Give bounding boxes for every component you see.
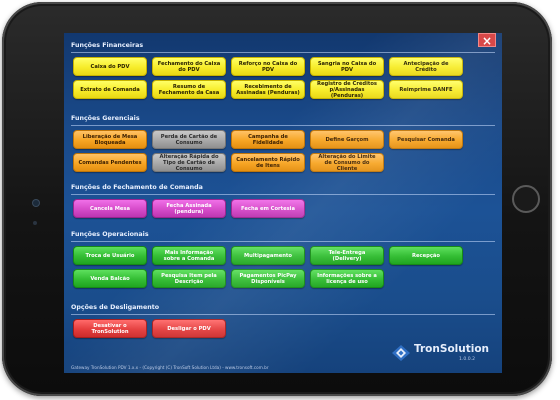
- footer-copyright: Gateway TronSolution PDV 1.x.x - (Copyri…: [71, 365, 269, 370]
- brand-name: TronSolution: [414, 343, 490, 355]
- tronsolution-logo-icon: [392, 345, 410, 361]
- tele-entrega-button[interactable]: Tele-Entrega (Delivery): [310, 246, 384, 265]
- multipagamento-button[interactable]: Multipagamento: [231, 246, 305, 265]
- informacoes-licenca-button[interactable]: Informações sobre a licença de uso: [310, 269, 384, 288]
- resumo-fechamento-button[interactable]: Resumo de Fechamento da Casa: [152, 80, 226, 99]
- alteracao-tipo-cartao-button[interactable]: Alteração Rápida do Tipo de Cartão de Co…: [152, 153, 226, 172]
- campanha-fidelidade-button[interactable]: Campanha de Fidelidade: [231, 130, 305, 149]
- sangria-caixa-button[interactable]: Sangria no Caixa do PDV: [310, 57, 384, 76]
- section-title: Funções Operacionais: [71, 231, 495, 242]
- comandas-pendentes-button[interactable]: Comandas Pendentes: [73, 153, 147, 172]
- home-button[interactable]: [512, 185, 540, 213]
- pesquisar-comanda-button[interactable]: Pesquisar Comanda: [389, 130, 463, 149]
- antecipacao-credito-button[interactable]: Antecipação de Crédito: [389, 57, 463, 76]
- section-title: Opções de Desligamento: [71, 304, 495, 315]
- section-operacionais: Funções Operacionais Troca de Usuário Ma…: [71, 231, 495, 290]
- desativar-tronsolution-button[interactable]: Desativar o TronSolution: [73, 319, 147, 338]
- tablet-frame: × Funções Financeiras Caixa do PDV Fecha…: [2, 2, 552, 396]
- close-button[interactable]: ×: [478, 33, 496, 48]
- define-garcom-button[interactable]: Define Garçom: [310, 130, 384, 149]
- section-desligamento: Opções de Desligamento Desativar o TronS…: [71, 304, 495, 339]
- section-title: Funções Financeiras: [71, 42, 495, 53]
- troca-usuario-button[interactable]: Troca de Usuário: [73, 246, 147, 265]
- fecha-cortesia-button[interactable]: Fecha em Cortesia: [231, 199, 305, 218]
- fechamento-caixa-button[interactable]: Fechamento do Caixa do PDV: [152, 57, 226, 76]
- cancela-mesa-button[interactable]: Cancela Mesa: [73, 199, 147, 218]
- registro-creditos-button[interactable]: Registro de Créditos p/Assinadas (Pendur…: [310, 80, 384, 99]
- recebimento-assinadas-button[interactable]: Recebimento de Assinadas (Penduras): [231, 80, 305, 99]
- section-title: Funções do Fechamento de Comanda: [71, 184, 495, 195]
- alteracao-limite-consumo-button[interactable]: Alteração do Limite de Consumo do Client…: [310, 153, 384, 172]
- reimprime-danfe-button[interactable]: Reimprime DANFE: [389, 80, 463, 99]
- app-screen: × Funções Financeiras Caixa do PDV Fecha…: [64, 33, 502, 373]
- light-sensor: [33, 221, 37, 225]
- brand-area: TronSolution 1.0.0.2: [392, 343, 490, 367]
- section-financeiras: Funções Financeiras Caixa do PDV Fechame…: [71, 42, 495, 101]
- fecha-assinada-button[interactable]: Fecha Assinada (pendura): [152, 199, 226, 218]
- reforco-caixa-button[interactable]: Reforço no Caixa do PDV: [231, 57, 305, 76]
- section-gerenciais: Funções Gerenciais Liberação de Mesa Blo…: [71, 115, 495, 174]
- section-fechamento: Funções do Fechamento de Comanda Cancela…: [71, 184, 495, 219]
- pagamentos-picpay-button[interactable]: Pagamentos PicPay Disponíveis: [231, 269, 305, 288]
- brand-version: 1.0.0.2: [459, 357, 476, 362]
- cancelamento-itens-button[interactable]: Cancelamento Rápido de Itens: [231, 153, 305, 172]
- front-camera: [33, 200, 39, 206]
- extrato-comanda-button[interactable]: Extrato de Comanda: [73, 80, 147, 99]
- section-title: Funções Gerenciais: [71, 115, 495, 126]
- perda-cartao-button[interactable]: Perda de Cartão de Consumo: [152, 130, 226, 149]
- liberacao-mesa-button[interactable]: Liberação de Mesa Bloqueada: [73, 130, 147, 149]
- caixa-do-pdv-button[interactable]: Caixa do PDV: [73, 57, 147, 76]
- venda-balcao-button[interactable]: Venda Balcão: [73, 269, 147, 288]
- mais-informacao-comanda-button[interactable]: Mais Informação sobre a Comanda: [152, 246, 226, 265]
- recepcao-button[interactable]: Recepção: [389, 246, 463, 265]
- desligar-pdv-button[interactable]: Desligar o PDV: [152, 319, 226, 338]
- pesquisa-item-button[interactable]: Pesquisa Item pela Descrição: [152, 269, 226, 288]
